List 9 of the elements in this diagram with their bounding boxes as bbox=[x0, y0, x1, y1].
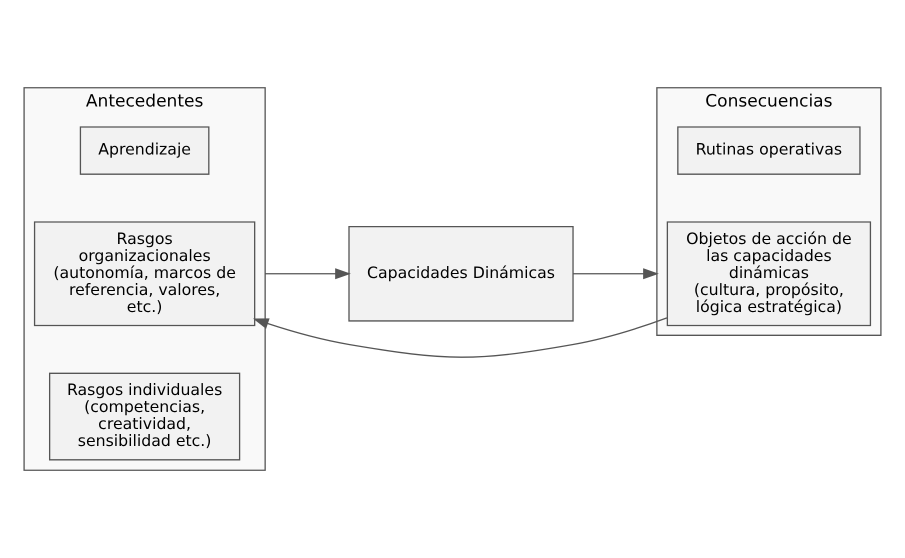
node-box: Rasgos organizacionales (autonomía, marcos de referencia, valores, etc.) bbox=[34, 221, 256, 326]
arrow bbox=[573, 268, 659, 280]
node-box: Objetos de acción de las capacidades dinámicas (cultura, propósito, lógica estratégica) bbox=[666, 221, 872, 326]
node-box: Rutinas operativas bbox=[677, 126, 861, 175]
node-box: Rasgos individuales (competencias, creatividad, sensibilidad etc.) bbox=[48, 372, 240, 460]
node-box: Capacidades Dinámicas bbox=[348, 226, 574, 322]
arrow bbox=[265, 268, 351, 280]
arrow bbox=[252, 317, 668, 358]
node-box: Aprendizaje bbox=[80, 126, 210, 175]
